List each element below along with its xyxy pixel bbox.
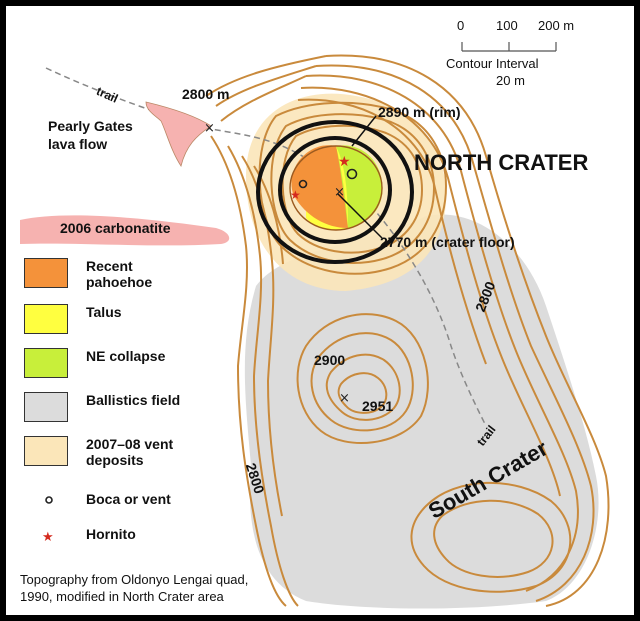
- legend-swatch-talus: [24, 304, 68, 334]
- scale-tick-200: 200 m: [538, 18, 575, 33]
- legend-item-vent-deposits: 2007–08 vent deposits: [24, 436, 173, 468]
- contour-interval-label: Contour Interval: [446, 56, 539, 71]
- carbonatite-label: 2006 carbonatite: [60, 220, 171, 236]
- map-panel: ★ ★ × × × ★ 0 100 200 m Contour Interval…: [6, 6, 634, 615]
- source-note: Topography from Oldonyo Lengai quad, 199…: [20, 572, 249, 604]
- contour-lines: [205, 54, 610, 607]
- legend-label: 2007–08 vent: [86, 436, 174, 452]
- legend-swatch-pahoehoe: [24, 258, 68, 288]
- summit-elevation: 2951: [362, 398, 394, 414]
- north-crater-label: NORTH CRATER: [414, 150, 589, 175]
- crater-rim-outer: [256, 120, 414, 264]
- summit-x-mark: ×: [339, 391, 350, 406]
- legend-label: Ballistics field: [86, 392, 181, 408]
- ballistics-field: [244, 214, 599, 609]
- pearly-gates-lava-flow: [145, 101, 212, 167]
- crater-floor-outline: [289, 145, 383, 231]
- scale-tick-0: 0: [457, 18, 465, 33]
- crater-rim-inner: [278, 136, 392, 244]
- legend-swatch-ballistics: [24, 392, 68, 422]
- ne-collapse-unit: [336, 145, 383, 228]
- legend-label: NE collapse: [86, 348, 166, 364]
- legend-item-ne-collapse: NE collapse: [24, 348, 165, 378]
- pearly-gates-label-line2: lava flow: [48, 136, 108, 152]
- legend-vent-symbol: [45, 496, 53, 504]
- legend-vent-label: Boca or vent: [86, 491, 171, 507]
- map-graphics: ★ ★ × × × ★: [20, 42, 610, 609]
- legend-hornito-label: Hornito: [86, 526, 136, 542]
- rim-elevation-label: 2890 m (rim): [378, 104, 461, 120]
- summit-x-mark: ×: [334, 185, 345, 200]
- elevation-2800-nw: 2800 m: [182, 86, 230, 102]
- scale-bar: [461, 42, 557, 52]
- legend-item-talus: Talus: [24, 304, 122, 334]
- contour-interval-value: 20 m: [496, 73, 525, 88]
- pahoehoe-unit: [291, 145, 348, 228]
- pearly-gates-label: Pearly Gates: [48, 118, 133, 134]
- hornito-marker: ★: [290, 188, 301, 202]
- legend-hornito-symbol: ★: [42, 530, 54, 545]
- crater-floor-elevation-label: 2770 m (crater floor): [380, 234, 515, 250]
- vent-marker: [298, 179, 308, 189]
- legend-label: Talus: [86, 304, 122, 320]
- talus-unit: [306, 146, 348, 230]
- legend-item-ballistics: Ballistics field: [24, 392, 180, 422]
- legend-label: pahoehoe: [86, 274, 153, 290]
- legend-label: Recent: [86, 258, 133, 274]
- legend-swatch-ne-collapse: [24, 348, 68, 378]
- scale-tick-100: 100: [496, 18, 518, 33]
- legend-swatch-vent-deposits: [24, 436, 68, 466]
- summit-x-mark: ×: [204, 121, 215, 136]
- vent-marker: [346, 168, 358, 180]
- elevation-2900: 2900: [314, 352, 346, 368]
- hornito-marker: ★: [338, 154, 351, 170]
- carbonatite-flow: [20, 215, 230, 246]
- legend-item-pahoehoe: Recent pahoehoe: [24, 258, 152, 290]
- legend-label: deposits: [86, 452, 144, 468]
